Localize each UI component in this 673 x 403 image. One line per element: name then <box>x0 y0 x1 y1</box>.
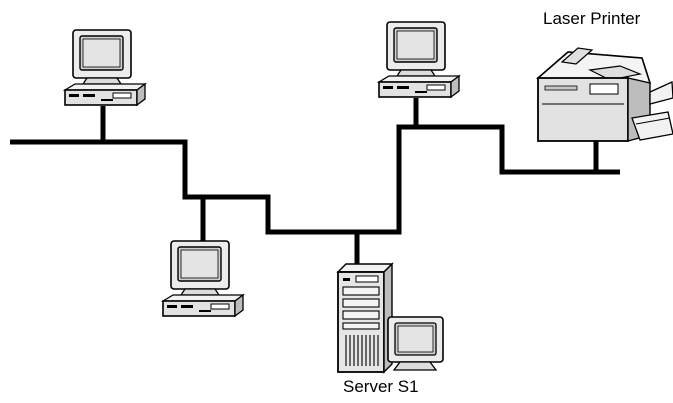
server-label: Server S1 <box>343 377 419 396</box>
laser-printer-icon <box>535 47 673 142</box>
workstation-icon <box>162 240 244 317</box>
laser-printer-label: Laser Printer <box>543 9 641 28</box>
server-monitor-icon <box>387 316 444 371</box>
workstation-icon <box>64 29 146 106</box>
network-cable <box>10 124 620 235</box>
workstation-icon <box>378 21 460 98</box>
server-tower-icon <box>336 262 394 374</box>
